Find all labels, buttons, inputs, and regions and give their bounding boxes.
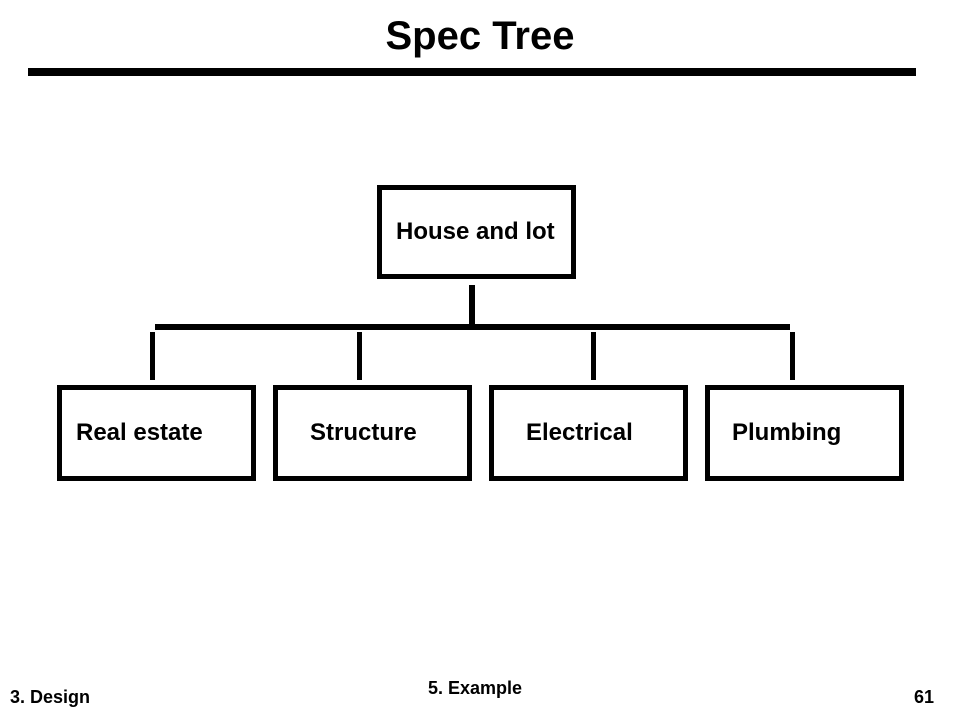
connector-drop-plumbing (790, 332, 795, 380)
tree-node-electrical-label: Electrical (526, 419, 633, 446)
tree-node-electrical: Electrical (489, 385, 688, 481)
tree-node-real-estate: Real estate (57, 385, 256, 481)
connector-drop-structure (357, 332, 362, 380)
footer-section: 3. Design (10, 687, 91, 707)
slide-title: Spec Tree (385, 14, 575, 58)
footer-subsection: 5. Example (428, 678, 523, 698)
connector-drop-real-estate (150, 332, 155, 380)
connector-horizontal-bar (155, 324, 790, 330)
connector-root-down (469, 285, 475, 325)
tree-node-root-label: House and lot (396, 218, 555, 245)
title-underline (28, 68, 916, 76)
tree-node-structure: Structure (273, 385, 472, 481)
tree-node-plumbing: Plumbing (705, 385, 904, 481)
connector-drop-electrical (591, 332, 596, 380)
tree-node-plumbing-label: Plumbing (732, 419, 842, 446)
tree-node-root: House and lot (377, 185, 576, 279)
footer-page-number: 61 (914, 687, 935, 707)
tree-node-structure-label: Structure (310, 419, 417, 446)
tree-node-real-estate-label: Real estate (76, 419, 203, 446)
